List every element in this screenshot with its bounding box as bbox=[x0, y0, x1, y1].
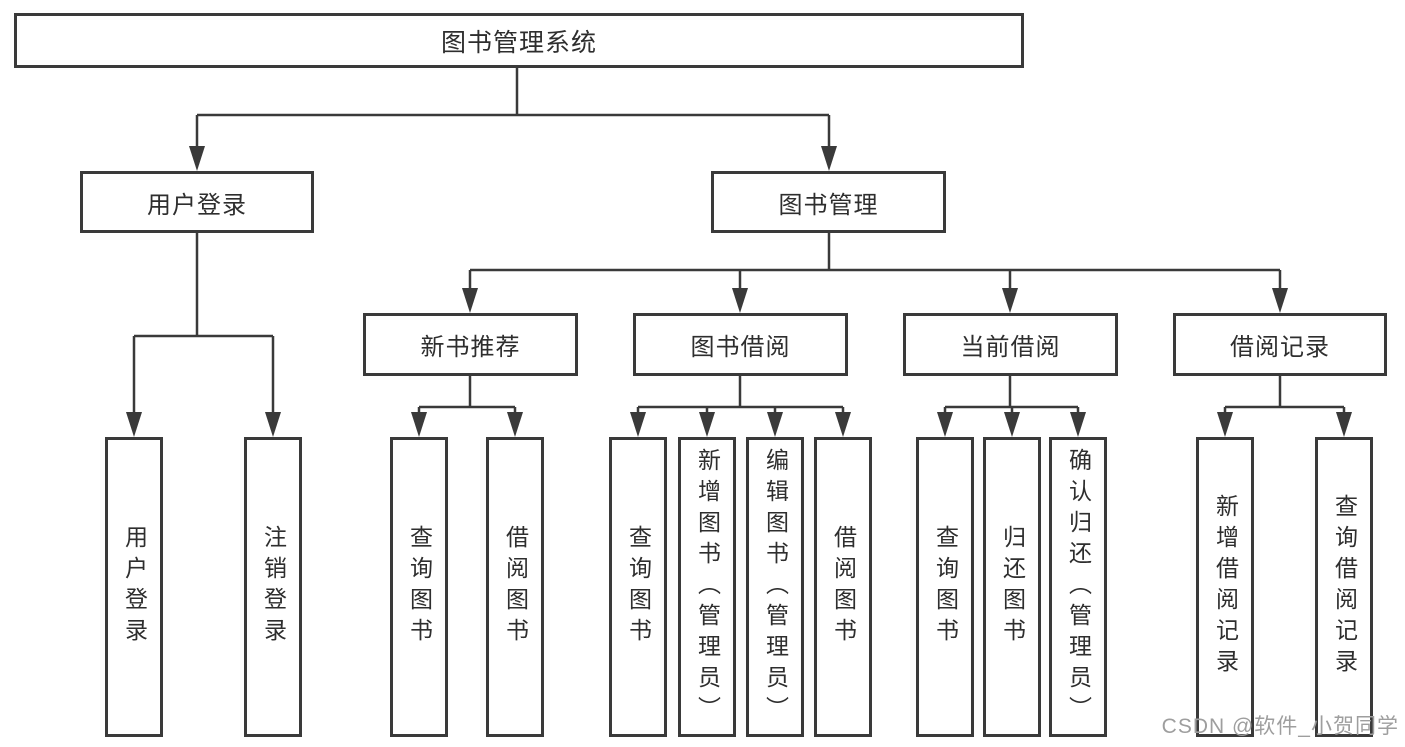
arrowhead-icon bbox=[699, 412, 715, 437]
connector-root bbox=[189, 68, 837, 171]
connector-book-management bbox=[462, 233, 1288, 313]
arrowhead-icon bbox=[1004, 412, 1020, 437]
node-label: 新书推荐 bbox=[420, 334, 521, 361]
arrowhead-icon bbox=[937, 412, 953, 437]
connector-borrow-records bbox=[1217, 376, 1352, 437]
leaf-edit-books-admin: 编辑图书（管理员） bbox=[746, 437, 804, 737]
connector-book-borrow bbox=[630, 376, 851, 437]
node-label: 当前借阅 bbox=[960, 334, 1061, 361]
arrowhead-icon bbox=[630, 412, 646, 437]
connector-user-login bbox=[126, 233, 281, 437]
leaf-label: 编辑图书（管理员） bbox=[762, 447, 789, 727]
arrowhead-icon bbox=[462, 288, 478, 313]
arrowhead-icon bbox=[411, 412, 427, 437]
connector-current-borrow bbox=[937, 376, 1086, 437]
leaf-add-borrow-record: 新增借阅记录 bbox=[1196, 437, 1254, 737]
arrowhead-icon bbox=[1002, 288, 1018, 313]
leaf-label: 查询图书 bbox=[932, 525, 959, 649]
arrowhead-icon bbox=[507, 412, 523, 437]
arrowhead-icon bbox=[265, 412, 281, 437]
node-book-management: 图书管理 bbox=[711, 171, 946, 233]
connector-new-book-recommend bbox=[411, 376, 523, 437]
leaf-query-borrow-record: 查询借阅记录 bbox=[1315, 437, 1373, 737]
arrowhead-icon bbox=[732, 288, 748, 313]
leaf-return-books: 归还图书 bbox=[983, 437, 1041, 737]
leaf-label: 归还图书 bbox=[999, 525, 1026, 649]
leaf-user-login: 用户登录 bbox=[105, 437, 163, 737]
leaf-borrow-books-recommend: 借阅图书 bbox=[486, 437, 544, 737]
leaf-label: 新增借阅记录 bbox=[1212, 494, 1239, 680]
leaf-confirm-return-admin: 确认归还（管理员） bbox=[1049, 437, 1107, 737]
node-label: 借阅记录 bbox=[1230, 334, 1330, 361]
arrowhead-icon bbox=[1217, 412, 1233, 437]
leaf-label: 注销登录 bbox=[260, 525, 287, 649]
node-label: 图书借阅 bbox=[690, 334, 791, 361]
leaf-query-books-recommend: 查询图书 bbox=[390, 437, 448, 737]
node-new-book-recommend: 新书推荐 bbox=[363, 313, 578, 376]
arrowhead-icon bbox=[1336, 412, 1352, 437]
node-root-system: 图书管理系统 bbox=[14, 13, 1024, 68]
node-current-borrow: 当前借阅 bbox=[903, 313, 1118, 376]
leaf-label: 用户登录 bbox=[121, 525, 148, 649]
leaf-label: 查询图书 bbox=[625, 525, 652, 649]
leaf-label: 确认归还（管理员） bbox=[1065, 447, 1092, 727]
arrowhead-icon bbox=[126, 412, 142, 437]
arrowhead-icon bbox=[767, 412, 783, 437]
node-borrow-records: 借阅记录 bbox=[1173, 313, 1387, 376]
leaf-label: 借阅图书 bbox=[502, 525, 529, 649]
leaf-logout: 注销登录 bbox=[244, 437, 302, 737]
leaf-query-books-current: 查询图书 bbox=[916, 437, 974, 737]
arrowhead-icon bbox=[1272, 288, 1288, 313]
csdn-watermark: CSDN @软件_小贺同学 bbox=[1161, 715, 1399, 738]
arrowhead-icon bbox=[1070, 412, 1086, 437]
arrowhead-icon bbox=[821, 146, 837, 171]
leaf-label: 查询借阅记录 bbox=[1331, 494, 1358, 680]
leaf-query-books-borrow: 查询图书 bbox=[609, 437, 667, 737]
leaf-label: 新增图书（管理员） bbox=[694, 447, 721, 727]
node-book-borrow: 图书借阅 bbox=[633, 313, 848, 376]
node-label: 图书管理 bbox=[778, 191, 879, 219]
leaf-borrow-books: 借阅图书 bbox=[814, 437, 872, 737]
node-user-login: 用户登录 bbox=[80, 171, 314, 233]
node-label: 用户登录 bbox=[147, 191, 247, 219]
leaf-label: 借阅图书 bbox=[830, 525, 857, 649]
leaf-label: 查询图书 bbox=[406, 525, 433, 649]
arrowhead-icon bbox=[189, 146, 205, 171]
node-label: 图书管理系统 bbox=[440, 28, 597, 57]
leaf-add-books-admin: 新增图书（管理员） bbox=[678, 437, 736, 737]
arrowhead-icon bbox=[835, 412, 851, 437]
